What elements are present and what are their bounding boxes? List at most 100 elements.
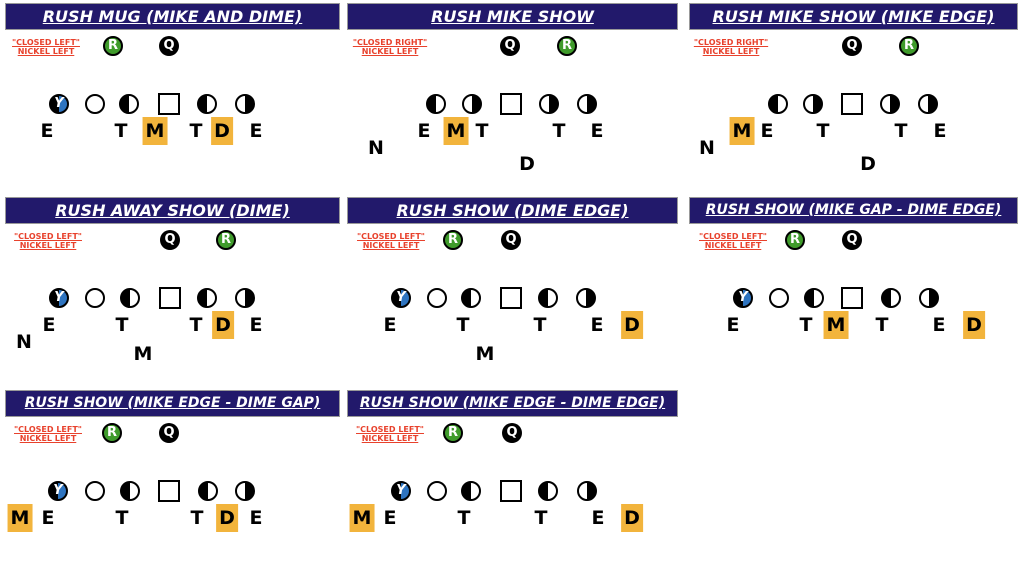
defender-label: D [519,153,535,175]
quarterback-icon: Q [500,36,520,56]
formation-callout: "CLOSED RIGHT"NICKEL LEFT [353,38,427,56]
play-title: RUSH SHOW (MIKE EDGE - DIME GAP) [5,390,340,417]
running-back-icon: R [103,36,123,56]
lineman-icon [539,94,559,114]
formation-label: "CLOSED LEFT" [357,232,425,241]
defender-label: T [475,120,489,142]
play-title: RUSH SHOW (MIKE GAP - DIME EDGE) [689,197,1018,224]
defender-label: N [699,137,715,159]
defender-label: E [591,507,605,529]
tight-end-y-icon: Y [49,94,69,114]
tight-end-y-icon: Y [391,481,411,501]
defender-label: E [726,314,740,336]
lineman-icon [235,288,255,308]
running-back-icon: R [102,423,122,443]
lineman-icon [880,94,900,114]
defender-label: N [16,331,32,353]
play-title: RUSH MUG (MIKE AND DIME) [5,3,340,30]
formation-label: "CLOSED LEFT" [12,38,80,47]
formation-callout: "CLOSED LEFT"NICKEL LEFT [357,232,425,250]
defender-label: E [40,120,54,142]
quarterback-icon: Q [160,230,180,250]
rusher-label: D [211,117,233,145]
defender-label: E [383,314,397,336]
rusher-label: M [142,117,168,145]
lineman-icon [576,288,596,308]
play-title: RUSH MIKE SHOW [347,3,678,30]
lineman-icon [85,94,105,114]
tight-end-y-icon: Y [391,288,411,308]
nickel-label: NICKEL LEFT [19,434,77,443]
lineman-icon [538,481,558,501]
defender-label: E [41,507,55,529]
defender-label: T [875,314,889,336]
rusher-label: D [963,311,985,339]
formation-callout: "CLOSED LEFT"NICKEL LEFT [356,425,424,443]
defender-label: E [249,120,263,142]
running-back-icon: R [216,230,236,250]
formation-label: "CLOSED LEFT" [14,425,82,434]
lineman-icon [85,481,105,501]
defender-label: T [816,120,830,142]
running-back-icon: R [785,230,805,250]
lineman-icon [120,288,140,308]
formation-callout: "CLOSED LEFT"NICKEL LEFT [14,425,82,443]
nickel-label: NICKEL LEFT [361,47,419,56]
defender-label: E [383,507,397,529]
lineman-icon [461,481,481,501]
nickel-label: NICKEL LEFT [19,241,77,250]
defender-label: T [534,507,548,529]
lineman-icon [235,481,255,501]
defender-label: E [590,314,604,336]
defender-label: T [189,120,203,142]
lineman-icon [881,288,901,308]
nickel-label: NICKEL LEFT [702,47,760,56]
quarterback-icon: Q [842,230,862,250]
lineman-icon [197,288,217,308]
defender-label: E [249,314,263,336]
defender-label: T [115,314,129,336]
quarterback-icon: Q [842,36,862,56]
running-back-icon: R [899,36,919,56]
rusher-label: M [443,117,469,145]
nickel-label: NICKEL LEFT [17,47,75,56]
rusher-label: M [823,311,849,339]
center-icon [159,287,181,309]
play-title: RUSH MIKE SHOW (MIKE EDGE) [689,3,1018,30]
lineman-icon [538,288,558,308]
lineman-icon [768,94,788,114]
defender-label: T [457,507,471,529]
lineman-icon [235,94,255,114]
formation-label: "CLOSED LEFT" [14,232,82,241]
defender-label: T [894,120,908,142]
lineman-icon [85,288,105,308]
formation-label: "CLOSED RIGHT" [352,38,428,47]
nickel-label: NICKEL LEFT [361,434,419,443]
center-icon [841,93,863,115]
lineman-icon [198,481,218,501]
defender-label: T [533,314,547,336]
play-title: RUSH SHOW (DIME EDGE) [347,197,678,224]
center-icon [500,93,522,115]
lineman-icon [427,481,447,501]
lineman-icon [918,94,938,114]
running-back-icon: R [557,36,577,56]
tight-end-y-icon: Y [733,288,753,308]
quarterback-icon: Q [159,423,179,443]
lineman-icon [197,94,217,114]
lineman-icon [577,94,597,114]
defender-label: T [799,314,813,336]
defender-label: E [590,120,604,142]
center-icon [500,287,522,309]
lineman-icon [919,288,939,308]
tight-end-y-icon: Y [48,481,68,501]
rusher-label: M [7,504,33,532]
lineman-icon [427,288,447,308]
lineman-icon [577,481,597,501]
lineman-icon [461,288,481,308]
quarterback-icon: Q [159,36,179,56]
center-icon [158,93,180,115]
rusher-label: D [212,311,234,339]
lineman-icon [804,288,824,308]
defender-label: M [133,343,153,365]
